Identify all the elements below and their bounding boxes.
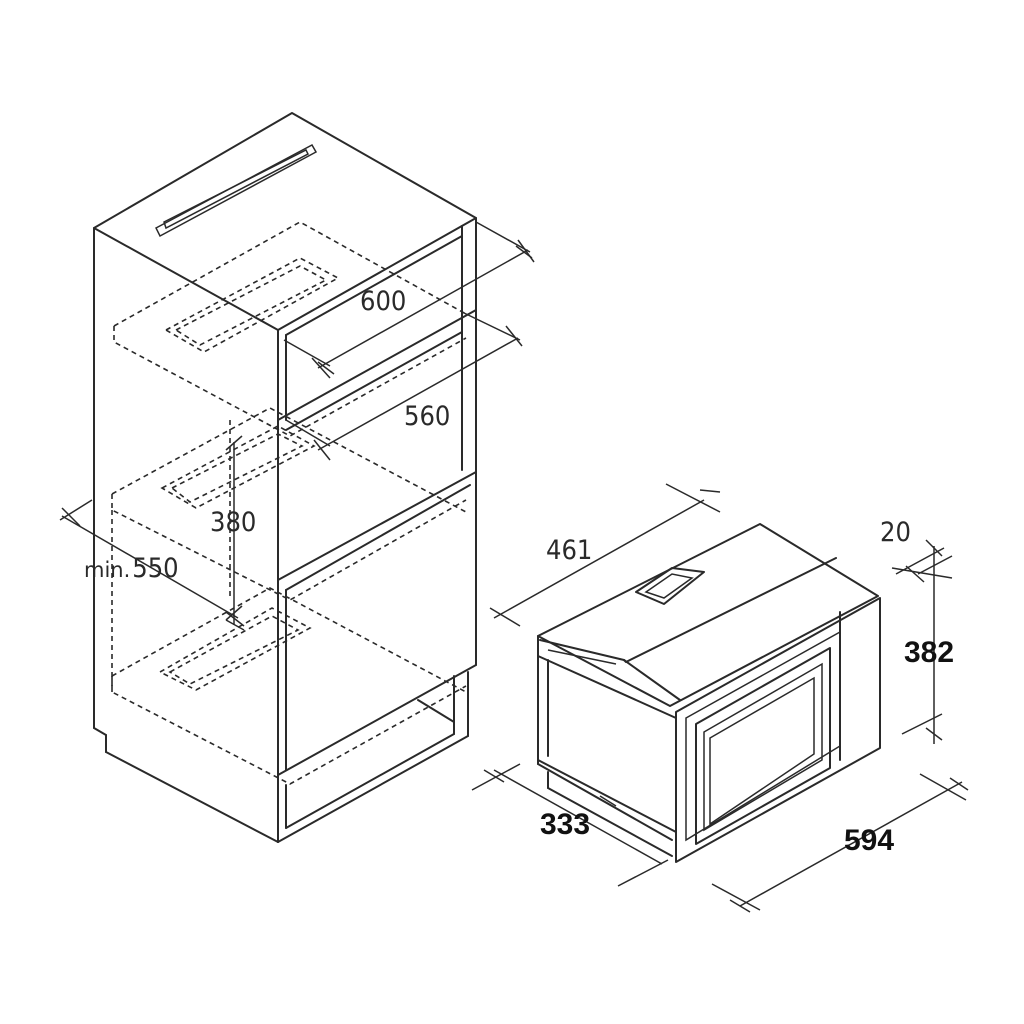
dim-594 — [711, 773, 969, 913]
dim-380-label: 380 — [210, 507, 256, 538]
min-prefix: min. — [84, 558, 130, 582]
dim-461 — [489, 483, 721, 627]
dim-min-550-label: min.550 — [84, 553, 179, 584]
dim-560 — [285, 311, 523, 461]
dim-600 — [283, 221, 535, 379]
dim-461-label: 461 — [546, 535, 592, 566]
dim-594-label: 594 — [844, 824, 894, 857]
dim-333 — [471, 763, 669, 887]
dim-382-label: 382 — [904, 636, 954, 669]
dim-380 — [225, 435, 245, 631]
cabinet-drawing — [93, 112, 477, 843]
dim-382 — [901, 546, 953, 744]
dim-560-label: 560 — [404, 401, 450, 432]
dim-600-label: 600 — [360, 286, 406, 317]
dim-20-label: 20 — [880, 517, 911, 548]
dim-min-550 — [59, 499, 245, 627]
dim-333-label: 333 — [540, 808, 590, 841]
min-value: 550 — [132, 553, 178, 584]
appliance-drawing — [537, 523, 881, 863]
